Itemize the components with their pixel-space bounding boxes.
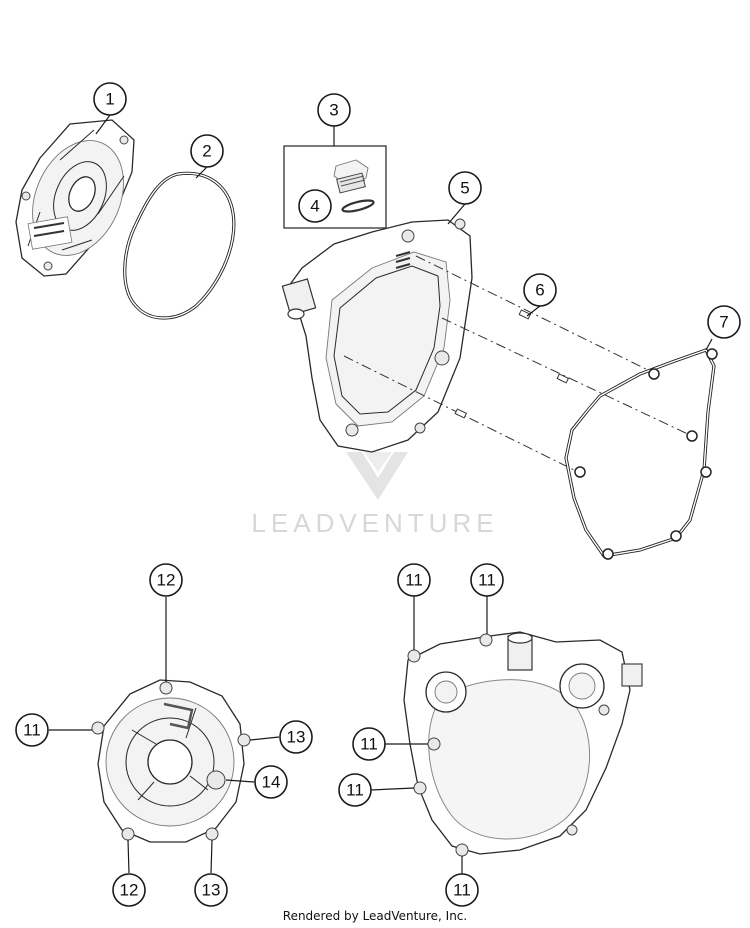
svg-text:11: 11 (453, 881, 471, 900)
callout-1: 1 (93, 82, 127, 116)
callout-6: 6 (523, 273, 557, 307)
callout-leaders (49, 114, 713, 874)
svg-text:2: 2 (202, 142, 211, 161)
plug-screw-part (333, 159, 369, 194)
callouts: 1 2 3 4 5 6 7 12 (15, 82, 741, 907)
clutch-cover-part (281, 218, 473, 453)
callout-7: 7 (707, 305, 741, 339)
o-ring-part (341, 199, 375, 213)
callout-11-top-right: 11 (470, 563, 504, 597)
callout-11-lower: 11 (338, 773, 372, 807)
svg-text:11: 11 (23, 721, 41, 740)
svg-text:5: 5 (460, 179, 469, 198)
callout-11-top-left: 11 (397, 563, 431, 597)
svg-text:11: 11 (360, 735, 378, 754)
watermark-logo (346, 452, 408, 500)
clutch-cover-gasket-part (564, 348, 718, 560)
svg-text:14: 14 (262, 773, 281, 792)
svg-text:6: 6 (535, 281, 544, 300)
callout-12-bottom: 12 (112, 873, 146, 907)
svg-text:7: 7 (719, 313, 728, 332)
clutch-cover-assembly (403, 631, 643, 857)
ignition-cover-gasket-part (123, 171, 236, 320)
watermark-text: LEADVENTURE (251, 508, 498, 538)
callout-13-right: 13 (279, 720, 313, 754)
svg-text:11: 11 (346, 781, 364, 800)
ignition-cover-part (15, 119, 135, 277)
dowel-pins-part (343, 255, 693, 473)
watermark: LEADVENTURE (251, 452, 498, 538)
clutch-cover-label (395, 251, 411, 269)
ignition-cover-assembly (91, 679, 251, 843)
callout-11-left: 11 (15, 713, 49, 747)
svg-text:1: 1 (105, 90, 114, 109)
svg-text:13: 13 (202, 881, 221, 900)
callout-11-mid: 11 (352, 727, 386, 761)
callout-12-top: 12 (149, 563, 183, 597)
callout-11-bottom: 11 (445, 873, 479, 907)
svg-text:11: 11 (405, 571, 423, 590)
svg-text:11: 11 (478, 571, 496, 590)
footer-credit: Rendered by LeadVenture, Inc. (283, 909, 467, 923)
plug-screw-group (283, 145, 387, 229)
watermark-logo-inner (364, 452, 392, 472)
callout-5: 5 (448, 171, 482, 205)
group-box (283, 145, 387, 229)
callout-14: 14 (254, 765, 288, 799)
svg-text:13: 13 (287, 728, 306, 747)
callout-13-bottom: 13 (194, 873, 228, 907)
svg-text:12: 12 (120, 881, 139, 900)
callout-4: 4 (298, 189, 332, 223)
svg-text:4: 4 (310, 197, 319, 216)
svg-text:12: 12 (157, 571, 176, 590)
callout-2: 2 (190, 134, 224, 168)
svg-text:3: 3 (329, 101, 338, 120)
callout-3: 3 (317, 93, 351, 127)
